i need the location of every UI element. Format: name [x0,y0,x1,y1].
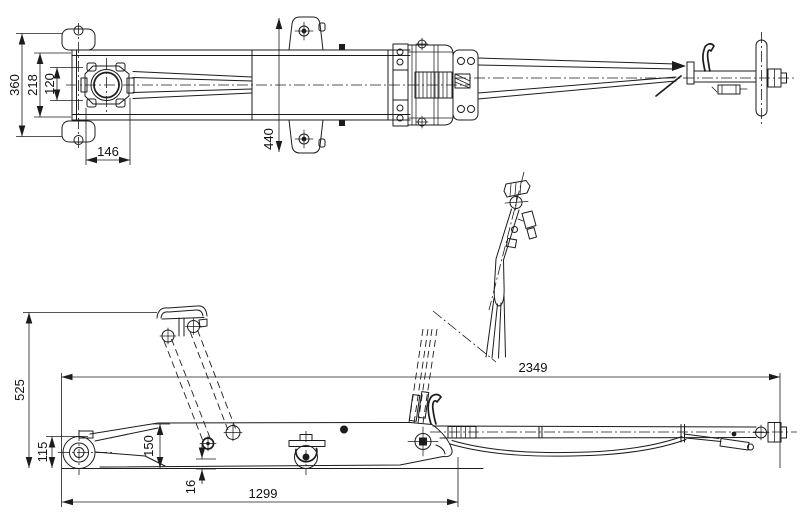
leader-stroke [655,75,682,97]
saddle [80,62,135,108]
handle-socket [407,391,442,457]
bolt-icon [340,425,348,434]
bolt-icon [339,120,345,126]
clamp-icon [672,61,686,71]
axle-cap-icon [73,25,84,36]
handle-grip-end [503,180,531,211]
lift-arm-plan [132,71,253,99]
chassis-side-profile [78,422,453,468]
raised-arm-phantom [163,329,236,442]
side-view: 525 115 150 16 1299 2349 [12,171,797,507]
handle-rod-side [430,422,797,443]
dim-label-chassis-length: 1299 [249,486,278,501]
handle-fork-plan [477,57,695,100]
top-view-centerlines [66,23,797,148]
piston-block [454,73,471,89]
saddle-cup [93,71,120,99]
release-spring [414,71,453,99]
dim-label-front-height: 115 [35,442,50,463]
dim-label-bracket-span: 440 [261,128,276,150]
mounting-ear-top [288,16,326,51]
hose-fitting [719,438,750,451]
trigger-fitting [505,210,537,249]
dim-label-saddle-length: 146 [97,144,119,159]
rear-axle-blocks [392,37,429,129]
t-handle-plan [755,39,787,117]
mounting-ear-bottom [288,119,326,154]
top-view-dimensions: 360 218 120 146 440 [7,18,283,165]
dim-label-max-lift-height: 525 [12,379,27,401]
hydraulic-hose [449,433,754,457]
raised-handle-phantom [408,171,537,424]
axle-cap-icon [73,135,84,145]
handle-yoke [452,49,479,121]
handle-fork-loop [493,258,505,307]
handle-rod-plan [693,43,757,95]
dim-label-frame-height: 150 [141,435,156,457]
front-wheel-bottom [61,120,96,143]
rear-caster [288,431,326,475]
bolt-icon [731,431,737,437]
raised-saddle-assembly [156,305,236,442]
dim-label-overall-width: 360 [7,74,22,96]
dim-label-frame-width: 218 [25,74,40,96]
bolt-icon [339,44,345,50]
release-pawl [427,393,442,425]
arm-pivots [199,423,243,452]
side-view-dimensions: 525 115 150 16 1299 2349 [12,312,781,507]
valve-fitting [711,84,748,95]
chassis-rails [71,49,411,121]
dim-label-overall-length: 2349 [519,360,548,375]
dim-label-saddle-width: 120 [42,73,57,95]
fork-tip [417,391,430,419]
dim-label-ground-clearance: 16 [183,480,198,494]
top-view: 360 218 120 146 440 [7,16,797,165]
latch-lever [702,43,715,72]
